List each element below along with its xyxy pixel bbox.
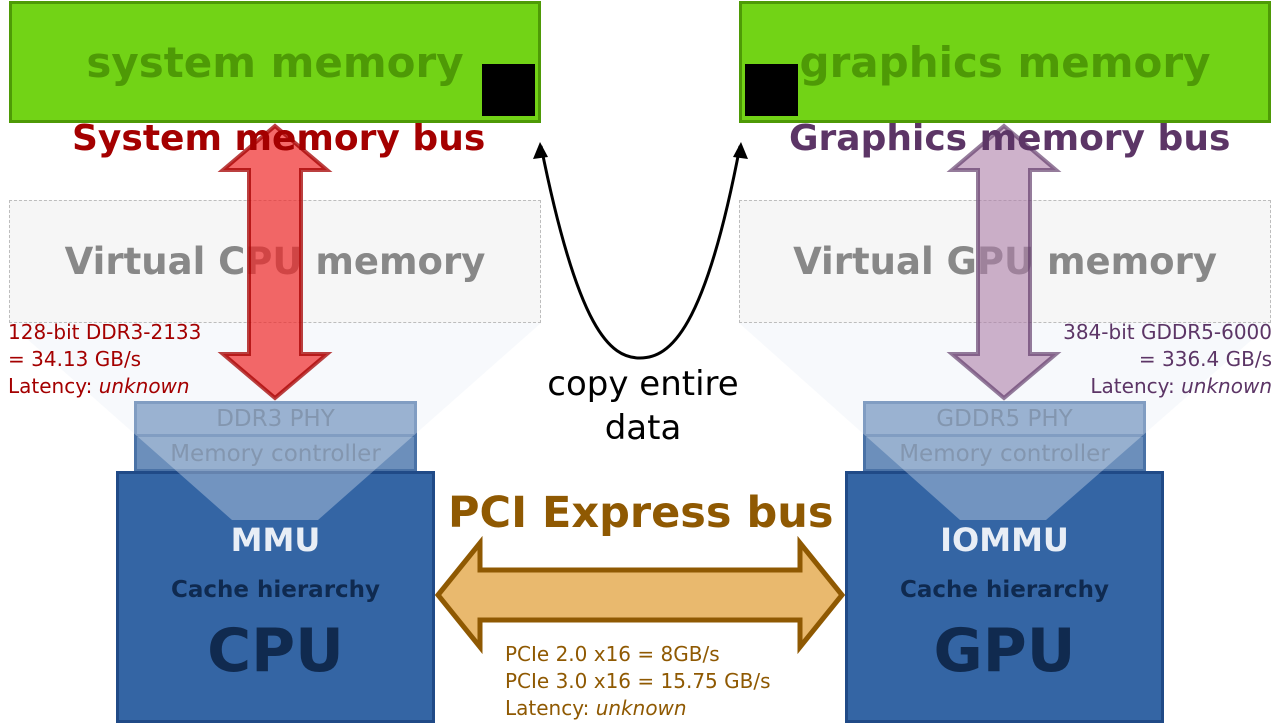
gpu-memory-spec: 384-bit GDDR5-6000 = 336.4 GB/s Latency:… bbox=[1063, 319, 1272, 400]
cpu-mmu-label: MMU bbox=[230, 521, 321, 559]
cpu-chip: MMU Cache hierarchy CPU bbox=[116, 471, 435, 723]
system-memory-label: system memory bbox=[86, 37, 464, 87]
copy-line1: copy entire bbox=[547, 364, 739, 404]
gpu-spec-line1: 384-bit GDDR5-6000 bbox=[1063, 320, 1272, 344]
gpu-spec-line2: = 336.4 GB/s bbox=[1138, 347, 1272, 371]
graphics-memory-box: graphics memory bbox=[739, 1, 1271, 123]
pci-spec-line1: PCIe 2.0 x16 = 8GB/s bbox=[505, 642, 720, 666]
cpu-cache-label: Cache hierarchy bbox=[170, 577, 381, 603]
cpu-spec-line2: = 34.13 GB/s bbox=[8, 347, 142, 371]
copy-data-curve bbox=[539, 145, 742, 360]
cpu-spec-line1: 128-bit DDR3-2133 bbox=[8, 320, 202, 344]
copy-entire-data-label: copy entire data bbox=[533, 362, 753, 450]
cpu-latency-value: unknown bbox=[98, 374, 190, 398]
pci-spec-latency: Latency: unknown bbox=[505, 695, 771, 722]
graphics-memory-block bbox=[745, 64, 798, 116]
cpu-spec-latency: Latency: unknown bbox=[8, 373, 201, 400]
graphics-memory-bus-title: Graphics memory bus bbox=[789, 118, 1231, 159]
copy-line2: data bbox=[604, 408, 682, 448]
cpu-phy-label: DDR3 PHY bbox=[216, 406, 335, 432]
pci-express-bus-arrow bbox=[434, 535, 846, 655]
gpu-latency-value: unknown bbox=[1181, 374, 1272, 398]
copy-arrowhead-left bbox=[533, 142, 548, 159]
gpu-name: GPU bbox=[933, 616, 1076, 686]
copy-arrowhead-right bbox=[733, 142, 748, 159]
cpu-controller-label: Memory controller bbox=[170, 441, 381, 467]
gpu-iommu-label: IOMMU bbox=[940, 521, 1069, 559]
cpu-memory-spec: 128-bit DDR3-2133 = 34.13 GB/s Latency: … bbox=[8, 319, 201, 400]
gpu-spec-latency: Latency: unknown bbox=[1063, 373, 1272, 400]
cpu-latency-label: Latency: bbox=[8, 374, 99, 398]
gpu-virtual-projection bbox=[739, 323, 1271, 520]
gpu-gddr5-phy: GDDR5 PHY bbox=[863, 401, 1146, 437]
gpu-latency-label: Latency: bbox=[1090, 374, 1182, 398]
pci-latency-value: unknown bbox=[595, 696, 687, 720]
pci-express-spec: PCIe 2.0 x16 = 8GB/s PCIe 3.0 x16 = 15.7… bbox=[505, 641, 771, 722]
system-memory-box: system memory bbox=[9, 1, 541, 123]
system-memory-bus-title: System memory bus bbox=[72, 118, 486, 159]
cpu-name: CPU bbox=[207, 616, 344, 686]
graphics-memory-bus-arrow bbox=[946, 123, 1062, 401]
pci-spec-line2: PCIe 3.0 x16 = 15.75 GB/s bbox=[505, 669, 771, 693]
gpu-cache-label: Cache hierarchy bbox=[899, 577, 1110, 603]
gpu-phy-label: GDDR5 PHY bbox=[936, 406, 1073, 432]
gpu-controller-label: Memory controller bbox=[899, 441, 1110, 467]
pci-latency-label: Latency: bbox=[505, 696, 596, 720]
gpu-memory-controller: Memory controller bbox=[863, 434, 1146, 472]
cpu-virtual-projection bbox=[9, 323, 541, 520]
cpu-memory-controller: Memory controller bbox=[134, 434, 417, 472]
system-memory-bus-arrow bbox=[217, 123, 333, 401]
system-memory-block bbox=[482, 64, 535, 116]
pci-express-bus-title: PCI Express bus bbox=[448, 488, 834, 538]
gpu-chip: IOMMU Cache hierarchy GPU bbox=[845, 471, 1164, 723]
graphics-memory-label: graphics memory bbox=[799, 37, 1211, 87]
